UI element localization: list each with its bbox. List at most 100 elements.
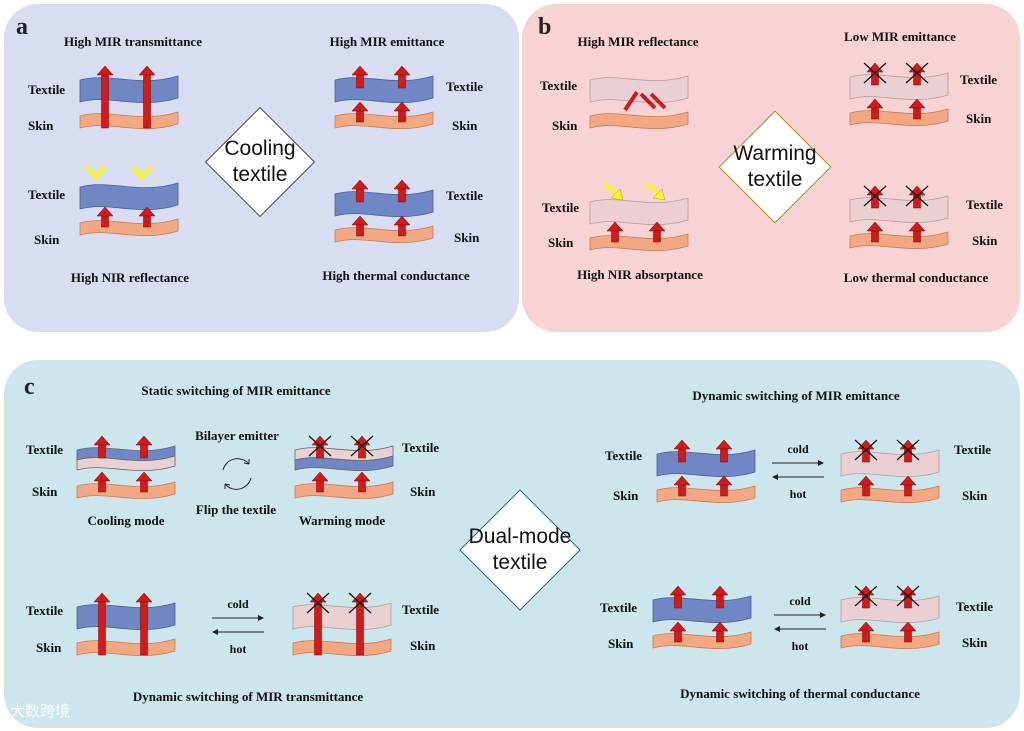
skin-label: Skin <box>972 233 998 248</box>
double-arrow-icon <box>772 460 824 480</box>
unit-high-mir-emittance <box>334 65 434 130</box>
heat-arrow-icon <box>715 475 733 497</box>
heat-arrow-icon <box>311 471 329 493</box>
skin-label: Skin <box>962 635 988 650</box>
heat-arrow-icon <box>908 221 926 243</box>
skin-layer <box>589 111 689 130</box>
textile-layer <box>840 595 940 624</box>
heat-arrow-icon <box>93 471 111 493</box>
unit-cooling-mode <box>76 435 176 500</box>
textile-layer <box>840 449 940 478</box>
cold-label: cold <box>227 597 249 611</box>
caption-high-nir-reflectance: High NIR reflectance <box>70 270 190 285</box>
textile-layer <box>292 602 392 631</box>
blocked-cross-icon <box>905 185 929 207</box>
heat-arrow-icon <box>857 475 875 497</box>
heat-arrow-icon <box>351 179 369 203</box>
textile-layer-bottom <box>294 455 394 472</box>
panel-letter-c: c <box>24 374 35 400</box>
textile-layer <box>79 182 179 211</box>
heat-arrow-icon <box>899 621 917 643</box>
textile-layer-bottom <box>76 455 176 472</box>
skin-label: Skin <box>36 640 62 655</box>
textile-label: Textile <box>28 187 66 202</box>
blocked-cross-icon <box>896 585 920 607</box>
heat-arrow-icon <box>711 585 729 609</box>
textile-label: Textile <box>402 602 440 617</box>
heat-arrow-icon <box>857 621 875 643</box>
caption-low-thermal-conductance: Low thermal conductance <box>843 270 989 285</box>
skin-label: Skin <box>548 235 574 250</box>
textile-label: Textile <box>402 440 440 455</box>
caption-high-mir-transmittance: High MIR transmittance <box>64 34 202 49</box>
textile-layer <box>849 195 949 224</box>
textile-label: Textile <box>446 188 484 203</box>
skin-layer <box>656 485 756 504</box>
flip-textile-label: Flip the textile <box>195 502 277 517</box>
dynamic-mir-transmittance-title: Dynamic switching of MIR transmittance <box>132 689 364 704</box>
textile-label: Textile <box>542 200 580 215</box>
heat-arrow-icon <box>351 215 369 237</box>
skin-layer <box>334 225 434 244</box>
heat-arrow-icon <box>673 439 691 463</box>
skin-label: Skin <box>34 232 60 247</box>
blocked-cross-icon <box>350 435 374 457</box>
unit-conductance-cold <box>652 585 752 650</box>
skin-label: Skin <box>613 488 639 503</box>
skin-layer <box>840 485 940 504</box>
unit-warming-mode <box>294 435 394 500</box>
nir-ray-icon <box>603 182 624 201</box>
heat-arrow-icon <box>393 65 411 89</box>
nir-ray-icon <box>131 165 153 181</box>
skin-layer <box>76 638 176 657</box>
skin-label: Skin <box>28 118 54 133</box>
skin-layer <box>294 481 394 500</box>
double-arrow-icon <box>774 612 826 632</box>
blocked-cross-icon <box>863 62 887 84</box>
unit-transmittance-hot <box>292 592 392 657</box>
textile-layer <box>589 197 689 226</box>
textile-layer <box>76 602 176 631</box>
heat-arrow-icon <box>711 621 729 643</box>
skin-label: Skin <box>966 111 992 126</box>
caption-high-thermal-conductance: High thermal conductance <box>322 268 470 283</box>
caption-high-nir-absorptance: High NIR absorptance <box>577 267 703 282</box>
heat-arrow-icon <box>669 621 687 643</box>
textile-label: Textile <box>446 79 484 94</box>
skin-layer <box>849 108 949 127</box>
skin-label: Skin <box>410 638 436 653</box>
heat-arrow-icon <box>351 101 369 123</box>
heat-arrow-icon <box>606 221 624 243</box>
heat-arrow-icon <box>673 475 691 497</box>
blocked-cross-icon <box>308 435 332 457</box>
blocked-cross-icon <box>905 62 929 84</box>
panel-letter-b: b <box>538 14 552 40</box>
textile-layer <box>652 595 752 624</box>
unit-emittance-hot <box>840 439 940 504</box>
switch-arrows-transmittance: cold hot <box>210 597 266 657</box>
heat-arrow-icon <box>96 65 114 129</box>
dynamic-thermal-conductance-title: Dynamic switching of thermal conductance <box>680 686 920 701</box>
switch-arrows-emittance: cold hot <box>770 442 826 502</box>
textile-label: Textile <box>960 72 998 87</box>
heat-arrow-icon <box>135 592 153 656</box>
blocked-cross-icon <box>854 439 878 461</box>
unit-high-mir-transmittance <box>79 65 179 130</box>
skin-label: Skin <box>410 484 436 499</box>
flip-cycle-icon <box>222 458 252 490</box>
unit-transmittance-cold <box>76 592 176 657</box>
nir-ray-icon <box>85 165 107 181</box>
switch-arrows-conductance: cold hot <box>772 594 828 654</box>
skin-label: Skin <box>452 118 478 133</box>
skin-label: Skin <box>454 230 480 245</box>
unit-high-mir-reflectance <box>589 75 689 130</box>
unit-high-thermal-conductance <box>334 179 434 244</box>
unit-emittance-cold <box>656 439 756 504</box>
skin-layer <box>79 218 179 237</box>
heat-arrow-icon <box>135 435 153 459</box>
unit-low-thermal-conductance <box>849 185 949 250</box>
heat-arrow-icon <box>93 592 111 656</box>
